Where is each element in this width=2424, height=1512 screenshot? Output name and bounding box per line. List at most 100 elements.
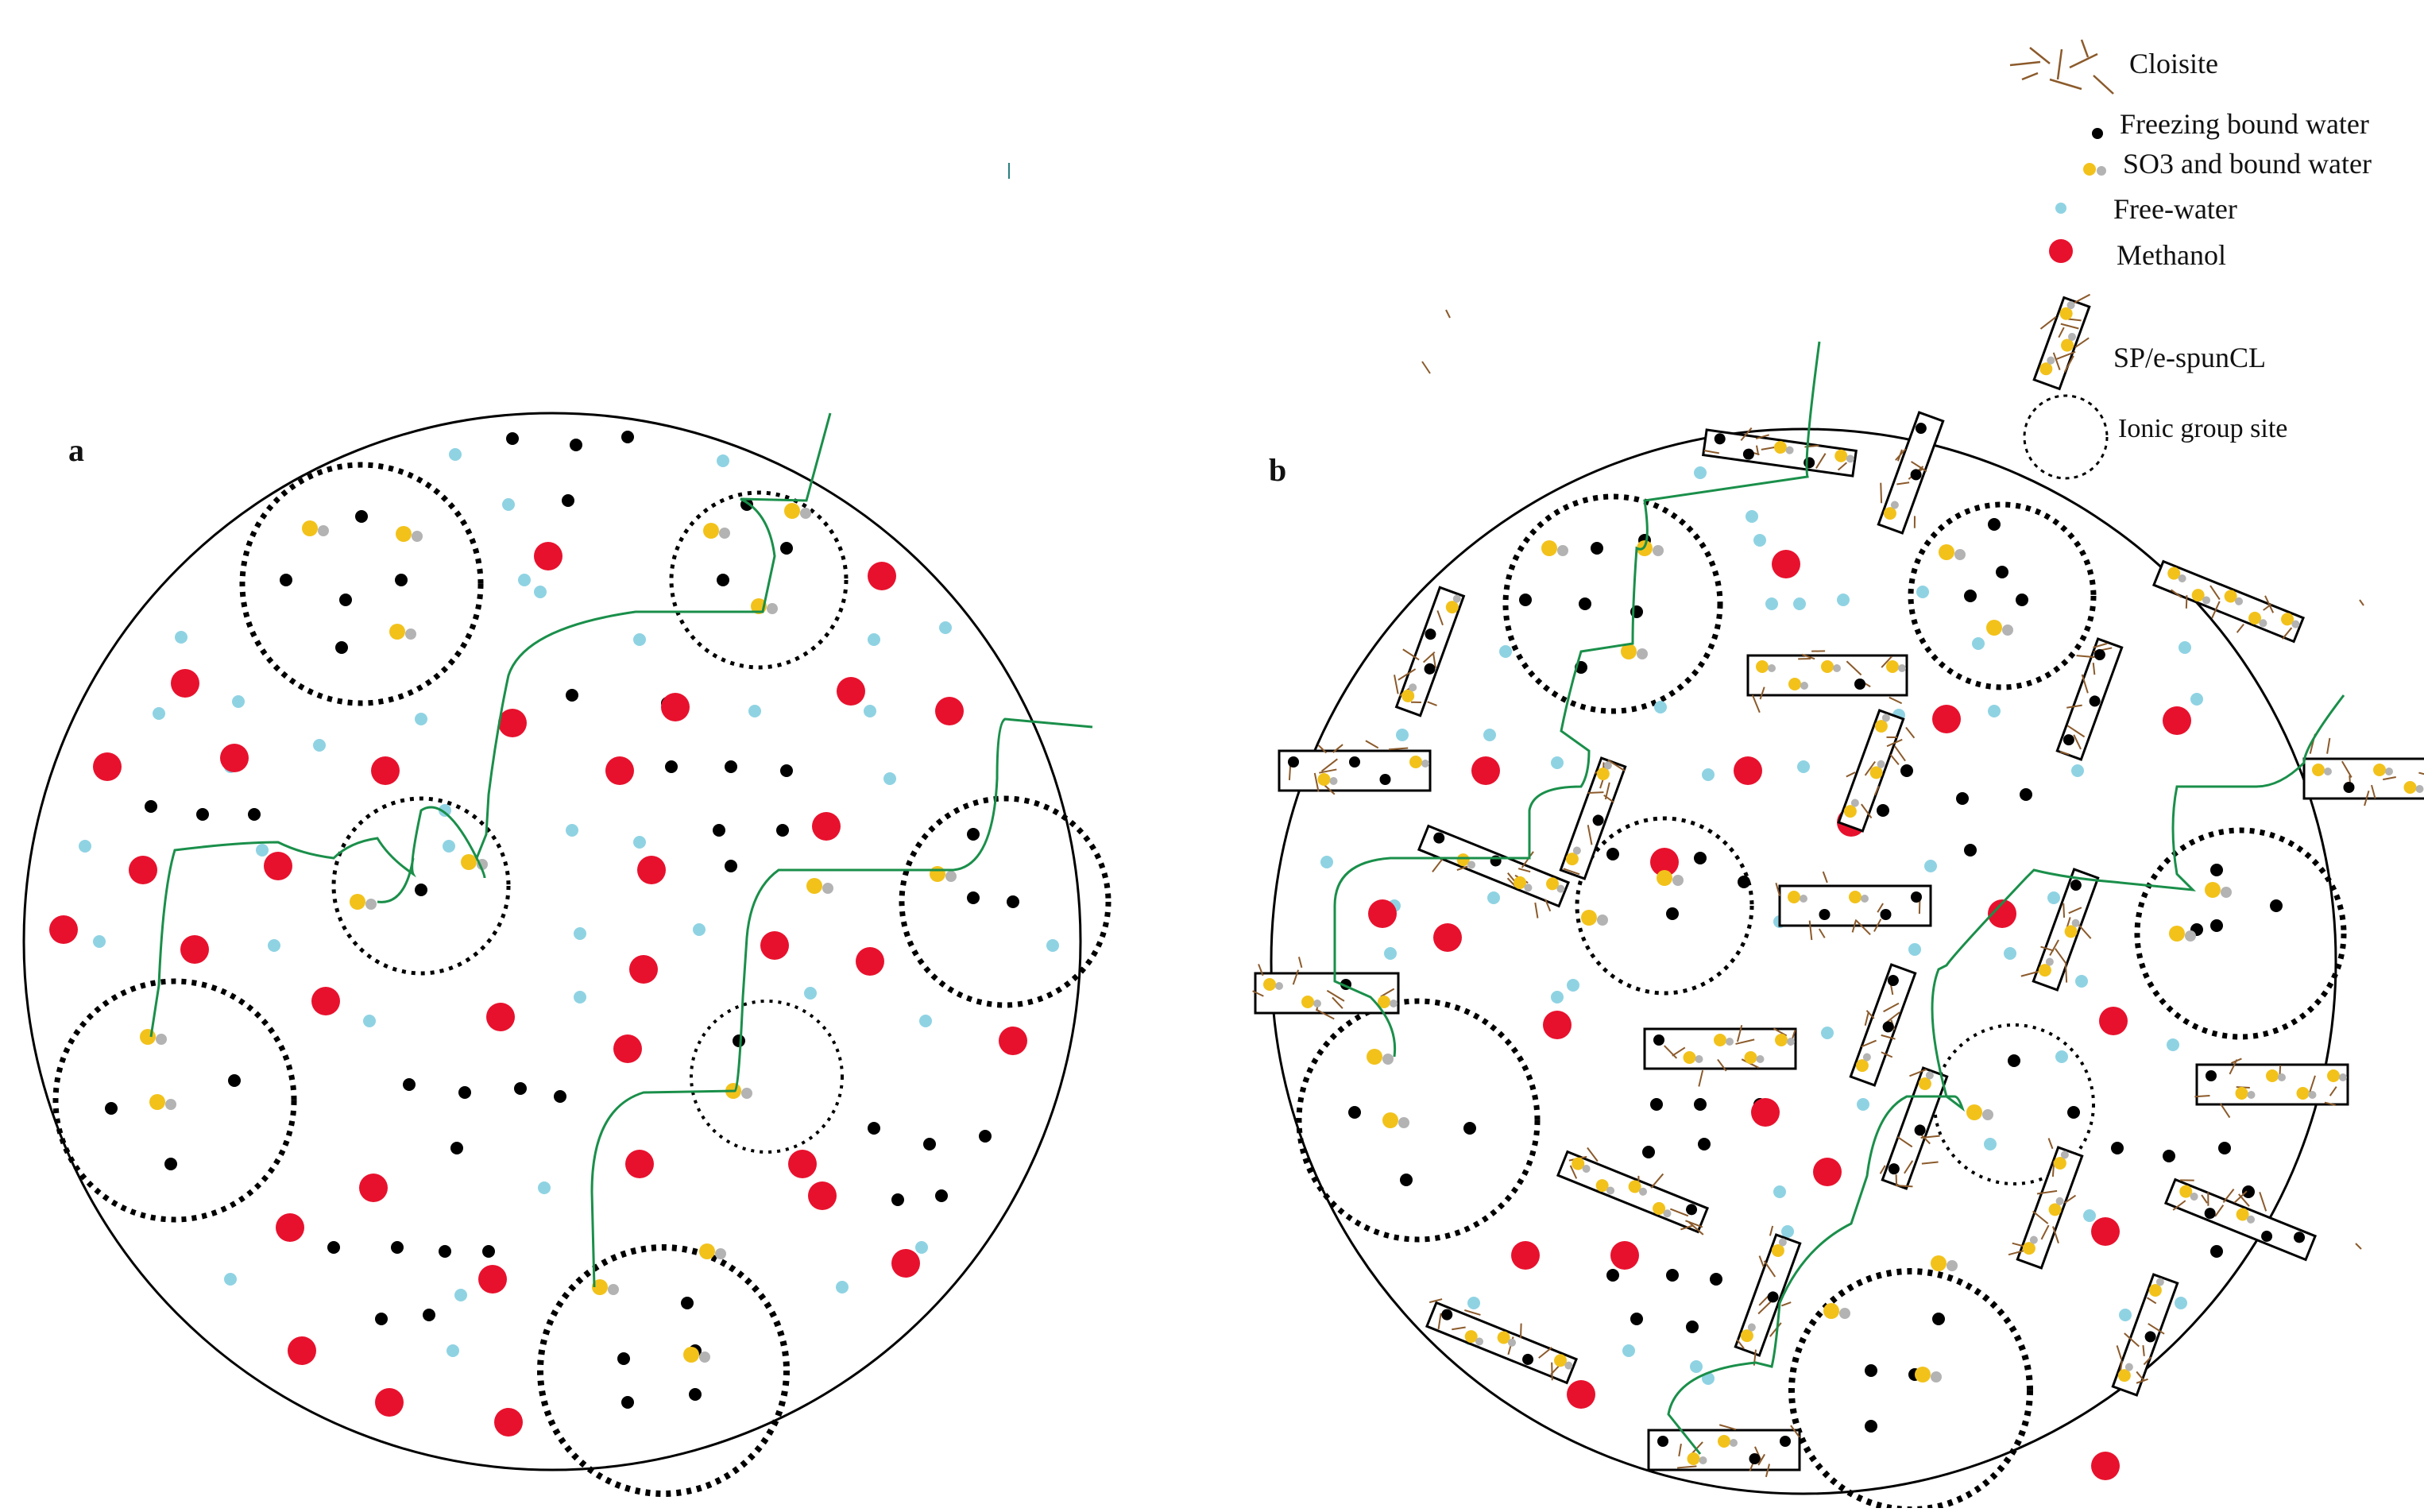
free-water-dot	[1690, 1360, 1703, 1373]
freezing-bound-water-dot	[689, 1388, 702, 1401]
freezing-bound-water-dot	[280, 574, 292, 586]
free-water-dot	[915, 1241, 928, 1254]
freezing-bound-water-dot	[621, 1396, 634, 1409]
methanol-dot	[93, 752, 122, 781]
freezing-bound-water-dot	[1686, 1321, 1699, 1333]
freezing-bound-water-dot	[327, 1241, 340, 1254]
freezing-bound-water-dot	[1964, 844, 1977, 857]
methanol-dot	[999, 1027, 1027, 1055]
free-water-dot	[153, 707, 165, 720]
freezing-bound-water-dot	[1463, 1122, 1476, 1135]
free-water-dot	[836, 1281, 849, 1294]
freezing-bound-water-dot	[415, 884, 427, 896]
freezing-bound-water-dot	[1606, 1269, 1619, 1282]
methanol-dot	[625, 1150, 654, 1178]
methanol-dot	[837, 677, 865, 706]
freezing-bound-water-dot	[164, 1158, 177, 1170]
free-water-dot	[1702, 768, 1715, 781]
free-water-dot	[1773, 1185, 1786, 1198]
free-water-dot	[1972, 637, 1985, 650]
free-water-dot	[1793, 597, 1806, 610]
freezing-bound-water-dot	[1666, 1269, 1679, 1282]
freezing-bound-water-dot	[1650, 1098, 1663, 1111]
freezing-bound-water-dot	[1698, 1138, 1711, 1150]
free-water-dot	[1765, 597, 1778, 610]
freezing-bound-water-dot	[2270, 899, 2283, 912]
free-water-dot	[1567, 979, 1579, 992]
freezing-bound-water-dot	[395, 574, 408, 586]
freezing-bound-water-dot	[1519, 594, 1532, 606]
freezing-bound-water-dot	[1591, 542, 1603, 555]
free-water-dot	[1487, 891, 1500, 904]
panel-b: b	[1253, 342, 2424, 1508]
free-water-dot	[1821, 1027, 1834, 1039]
cloisite-icon	[2010, 40, 2113, 94]
methanol-icon	[2049, 239, 2073, 263]
free-water-dot	[2004, 947, 2016, 960]
free-water-dot	[919, 1015, 932, 1027]
free-water-dot	[268, 939, 280, 952]
free-water-dot	[2167, 1038, 2179, 1051]
methanol-dot	[1511, 1241, 1540, 1270]
freezing-bound-water-dot	[713, 824, 725, 837]
methanol-dot	[2163, 706, 2191, 735]
freezing-bound-water-dot	[868, 1122, 880, 1135]
free-water-dot	[1753, 534, 1766, 547]
methanol-dot	[288, 1336, 316, 1365]
legend-so3-bound-water-label: SO3 and bound water	[2123, 148, 2372, 180]
freezing-bound-water-dot	[1606, 848, 1619, 860]
methanol-dot	[311, 987, 340, 1015]
free-water-dot	[518, 574, 531, 586]
free-water-dot	[2119, 1309, 2132, 1321]
freezing-bound-water-dot	[891, 1193, 904, 1206]
legend-ionic-group-site-label: Ionic group site	[2118, 414, 2287, 443]
free-water-dot	[175, 631, 188, 644]
so3-bound-water-icon	[2083, 163, 2106, 176]
freezing-bound-water-dot	[935, 1189, 948, 1202]
free-water-dot	[1908, 943, 1921, 956]
methanol-dot	[1368, 899, 1397, 928]
legend-freezing-bound-water-label: Freezing bound water	[2120, 108, 2369, 140]
freezing-bound-water-dot	[2242, 1185, 2255, 1198]
free-water-dot	[232, 695, 245, 708]
freezing-bound-water-dot	[1877, 804, 1889, 817]
free-water-dot	[1797, 760, 1810, 773]
freezing-bound-water-dot	[621, 431, 634, 443]
freezing-bound-water-dot	[1694, 852, 1707, 864]
free-water-dot	[1384, 947, 1397, 960]
freezing-bound-water-dot	[1642, 1146, 1655, 1158]
freezing-bound-water-dot	[1865, 1420, 1877, 1433]
free-water-dot	[2047, 891, 2060, 904]
free-water-dot	[868, 633, 880, 646]
methanol-dot	[605, 756, 634, 785]
methanol-dot	[613, 1034, 642, 1063]
free-water-dot	[633, 633, 646, 646]
free-water-dot	[443, 840, 455, 853]
freezing-bound-water-dot	[717, 574, 729, 586]
panel-label-a: a	[68, 432, 84, 468]
methanol-dot	[868, 562, 896, 590]
freezing-bound-water-dot	[733, 1034, 745, 1047]
sp-espuncl-fiber	[1649, 1425, 1800, 1477]
free-water-dot	[313, 739, 326, 752]
freezing-bound-water-dot	[423, 1309, 435, 1321]
methanol-dot	[891, 1249, 920, 1278]
methanol-dot	[2099, 1007, 2128, 1035]
freezing-bound-water-dot	[979, 1130, 992, 1143]
free-water-dot	[93, 935, 106, 948]
free-water-dot	[717, 454, 729, 467]
free-water-dot	[939, 621, 952, 634]
legend-methanol-label: Methanol	[2117, 239, 2226, 271]
methanol-dot	[935, 697, 964, 725]
free-water-dot	[693, 923, 706, 936]
freezing-bound-water-dot	[482, 1245, 495, 1258]
freezing-bound-water-dot	[439, 1245, 451, 1258]
freezing-bound-water-dot	[1666, 907, 1679, 920]
free-water-dot	[1988, 705, 2001, 717]
freezing-bound-water-dot	[196, 808, 209, 821]
methanol-dot	[359, 1174, 388, 1202]
freezing-bound-water-dot	[554, 1090, 566, 1103]
freezing-bound-water-dot	[617, 1352, 630, 1365]
methanol-dot	[180, 935, 209, 964]
